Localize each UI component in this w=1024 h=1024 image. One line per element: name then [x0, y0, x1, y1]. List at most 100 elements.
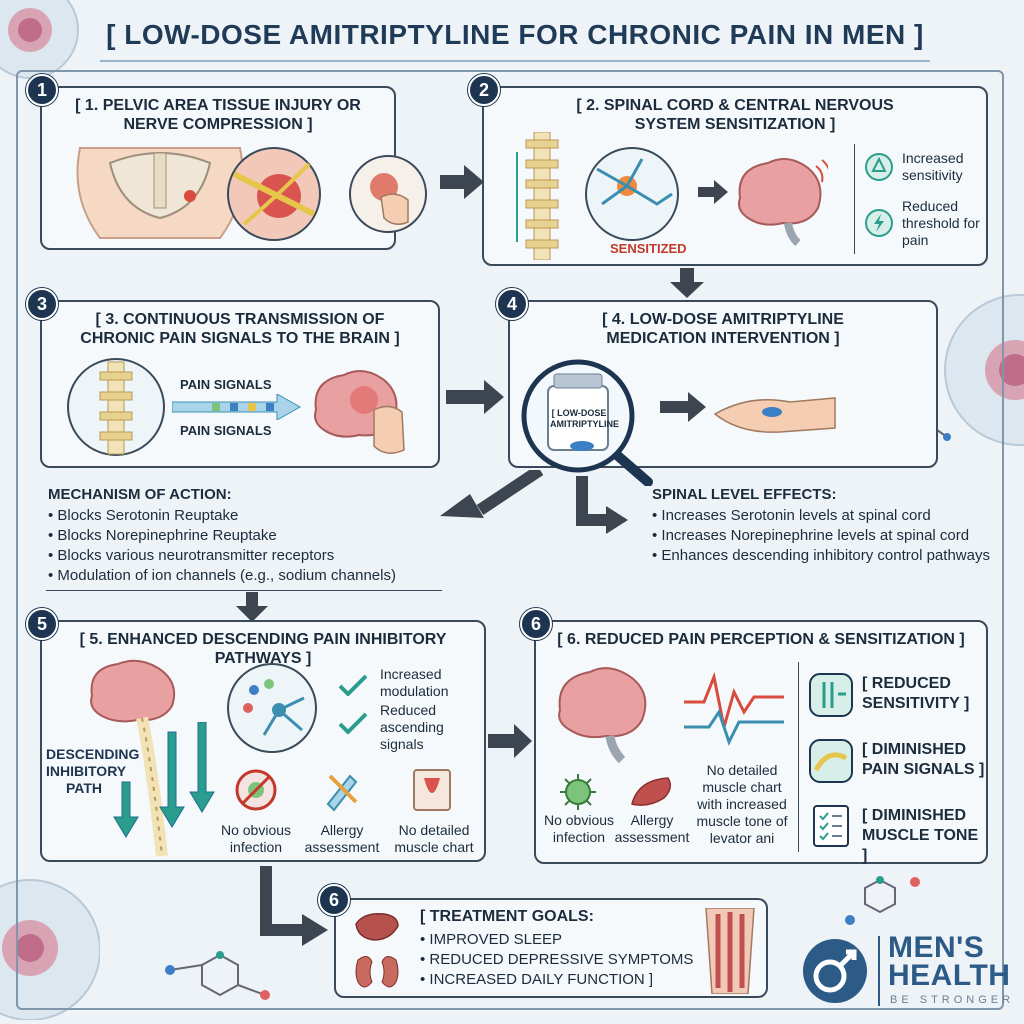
- hand-on-pelvis-icon: [349, 155, 427, 233]
- step-3-panel: [ 3. CONTINUOUS TRANSMISSION OF CHRONIC …: [40, 300, 440, 468]
- mechanism-underline: [46, 590, 442, 591]
- molecule-icon: [845, 876, 920, 925]
- spinal-effects-heading: SPINAL LEVEL EFFECTS:: [652, 486, 837, 503]
- treatment-goal-item: INCREASED DAILY FUNCTION ]: [420, 970, 693, 990]
- icon-label-muscle-chart: No detailed muscle chart: [394, 822, 474, 855]
- modulation-check-icon: [338, 674, 368, 696]
- step-badge-3: 3: [26, 288, 58, 320]
- allergy-assessment-icon: [326, 774, 358, 812]
- step-1-panel: [ 1. PELVIC AREA TISSUE INJURY OR NERVE …: [40, 86, 427, 250]
- brand-name-line1: MEN'S: [888, 931, 985, 964]
- step-2-title: [ 2. SPINAL CORD & CENTRAL NERVOUS SYSTE…: [576, 97, 894, 133]
- spine-closeup-icon: [67, 358, 165, 456]
- no-infection-icon: [235, 769, 277, 811]
- step-6-panel: [ 6. REDUCED PAIN PERCEPTION & SENSITIZA…: [534, 620, 988, 864]
- liver-icon: [355, 912, 399, 941]
- flow-arrow-2-to-4: [670, 268, 704, 298]
- brain-icon: [558, 667, 647, 764]
- nerve-closeup-icon: [227, 147, 321, 241]
- signal-waveform-icon: [684, 672, 784, 746]
- step-3-title: [ 3. CONTINUOUS TRANSMISSION OF CHRONIC …: [80, 311, 400, 347]
- icon-label-no-infection: No obvious infection: [543, 812, 615, 845]
- kidney-icon: [355, 956, 399, 988]
- cell-decoration-right: [944, 294, 1024, 446]
- spinal-effect-item: Increases Serotonin levels at spinal cor…: [652, 506, 992, 526]
- flow-arrow-to-treatment-goals: [260, 866, 328, 946]
- pain-signal-arrow-icon: [172, 394, 302, 420]
- cell-decoration-top-left: [0, 0, 79, 79]
- treatment-goals-panel: [ TREATMENT GOALS: IMPROVED SLEEP REDUCE…: [334, 898, 768, 998]
- flow-arrow-mechanism-to-5: [236, 592, 268, 622]
- virus-icon: [560, 774, 596, 810]
- icon-label-muscle-tone: No detailed muscle chart with increased …: [696, 762, 788, 846]
- effect-reduced-ascending-signals: Reduced ascending signals: [380, 702, 444, 752]
- magnifier-icon: [521, 359, 653, 486]
- bottle-label: [ LOW-DOSE AMITRIPTYLINE: [550, 408, 619, 429]
- mechanism-item: Blocks Serotonin Reuptake: [48, 506, 396, 526]
- mechanism-list: Blocks Serotonin Reuptake Blocks Norepin…: [48, 506, 396, 586]
- effect-increased-sensitivity: Increased sensitivity: [902, 150, 964, 183]
- step-badge-goals: 6: [318, 884, 350, 916]
- outcome-diminished-pain-signals: [ DIMINISHED PAIN SIGNALS ]: [862, 741, 985, 778]
- spinal-cord-icon: [516, 132, 559, 260]
- mechanism-item: Modulation of ion channels (e.g., sodium…: [48, 566, 396, 586]
- mechanism-item: Blocks various neurotransmitter receptor…: [48, 546, 396, 566]
- brain-with-hand-icon: [314, 370, 405, 454]
- outcome-diminished-muscle-tone: [ DIMINISHED MUSCLE TONE ]: [862, 807, 979, 864]
- spinal-effect-item: Enhances descending inhibitory control p…: [652, 546, 992, 566]
- step-badge-1: 1: [26, 74, 58, 106]
- reduced-sensitivity-icon: [809, 673, 853, 717]
- brand-name-line2: HEALTH: [888, 959, 1011, 992]
- flow-arrow-1-to-2: [440, 165, 484, 199]
- brain-and-spine-icon: [90, 659, 176, 857]
- neuron-closeup-icon: [585, 147, 679, 241]
- mechanism-item: Blocks Norepinephrine Reuptake: [48, 526, 396, 546]
- muscle-chart-icon: [413, 769, 451, 811]
- treatment-goals-heading: [ TREATMENT GOALS:: [420, 908, 594, 925]
- cell-decoration-bottom-left: [0, 879, 100, 1020]
- step-badge-4: 4: [496, 288, 528, 320]
- effect-reduced-threshold: Reduced threshold for pain: [902, 198, 980, 248]
- descending-arrows-icon: [113, 722, 215, 838]
- mens-health-logo-icon: [803, 939, 867, 1003]
- step-badge-2: 2: [468, 74, 500, 106]
- pain-signals-label-bottom: PAIN SIGNALS: [180, 423, 272, 438]
- sensitized-label: SENSITIZED: [610, 241, 687, 256]
- step-2-panel: [ 2. SPINAL CORD & CENTRAL NERVOUS SYSTE…: [482, 86, 988, 266]
- page-title: [ LOW-DOSE AMITRIPTYLINE FOR CHRONIC PAI…: [106, 19, 924, 50]
- brand-tagline: BE STRONGER: [890, 994, 1015, 1006]
- muscle-icon: [631, 777, 671, 806]
- branch-arrow-to-spinal-effects: [576, 476, 628, 534]
- treatment-goal-item: IMPROVED SLEEP: [420, 930, 693, 950]
- step-badge-6: 6: [520, 608, 552, 640]
- signal-arrow-icon: [698, 180, 728, 204]
- threshold-icon: [865, 209, 893, 237]
- alert-sensitivity-icon: [865, 153, 893, 181]
- icon-label-allergy-assessment: Allergy assessment: [614, 812, 690, 845]
- outcome-reduced-sensitivity: [ REDUCED SENSITIVITY ]: [862, 675, 970, 712]
- molecule-icon: [165, 951, 270, 1000]
- step-5-panel: [ 5. ENHANCED DESCENDING PAIN INHIBITORY…: [40, 620, 486, 862]
- treatment-goals-list: IMPROVED SLEEP REDUCED DEPRESSIVE SYMPTO…: [420, 930, 693, 990]
- step-4-title: [ 4. LOW-DOSE AMITRIPTYLINE MEDICATION I…: [602, 311, 844, 347]
- icon-label-no-infection: No obvious infection: [220, 822, 292, 855]
- page-header: [ LOW-DOSE AMITRIPTYLINE FOR CHRONIC PAI…: [100, 10, 930, 62]
- icon-label-allergy-assessment: Allergy assessment: [304, 822, 380, 855]
- step-1-title: [ 1. PELVIC AREA TISSUE INJURY OR NERVE …: [75, 97, 361, 133]
- spinal-effects-list: Increases Serotonin levels at spinal cor…: [652, 506, 992, 566]
- spinal-effect-item: Increases Norepinephrine levels at spina…: [652, 526, 992, 546]
- step-badge-5: 5: [26, 608, 58, 640]
- step-5-title: [ 5. ENHANCED DESCENDING PAIN INHIBITORY…: [79, 631, 447, 667]
- hand-with-pill-icon: [713, 397, 836, 433]
- diminished-pain-signals-icon: [809, 739, 853, 783]
- flow-arrow-5-to-6: [488, 724, 532, 758]
- effects-divider: [854, 144, 855, 254]
- neurotransmitter-icon: [227, 663, 317, 753]
- step-6-title: [ 6. REDUCED PAIN PERCEPTION & SENSITIZA…: [557, 631, 965, 648]
- mechanism-heading: MECHANISM OF ACTION:: [48, 486, 232, 503]
- ascending-signal-check-icon: [338, 712, 368, 734]
- step-4-panel: [ 4. LOW-DOSE AMITRIPTYLINE MEDICATION I…: [508, 300, 938, 486]
- descending-path-label: DESCENDING INHIBITORY PATH: [46, 746, 140, 796]
- medication-arrow-icon: [660, 392, 706, 422]
